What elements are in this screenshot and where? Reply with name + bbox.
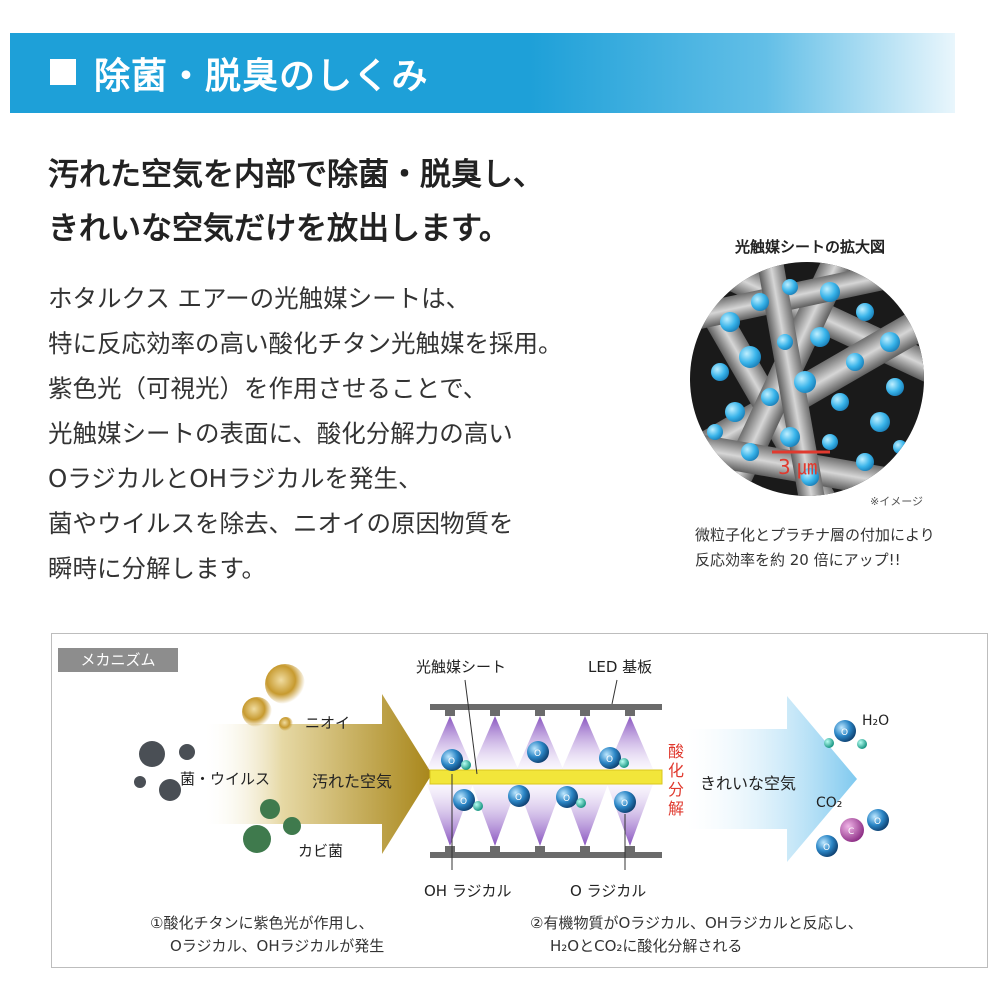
atom-label: O [874, 817, 881, 827]
photocatalyst-sheet-label: 光触媒シート [416, 658, 507, 676]
h2o-label: H₂O [862, 713, 890, 729]
zoom-caption: 微粒子化とプラチナ層の付加により 反応効率を約 20 倍にアップ!! [695, 523, 985, 573]
caption-line: 反応効率を約 20 倍にアップ!! [695, 551, 901, 569]
atom-label: O [515, 793, 522, 803]
body-line: 菌やウイルスを除去、ニオイの原因物質を [48, 509, 514, 538]
scale-label: 3 ㎛ [778, 455, 817, 479]
section-header: 除菌・脱臭のしくみ [10, 33, 955, 113]
step-line: Oラジカル、OHラジカルが発生 [170, 937, 385, 955]
body-line: 瞬時に分解します。 [48, 554, 267, 583]
clean-air-label: きれいな空気 [700, 774, 797, 793]
zoom-title: 光触媒シートの拡大図 [734, 238, 885, 256]
body-line: 特に反応効率の高い酸化チタン光触媒を採用。 [48, 329, 563, 358]
mechanism-tag: メカニズム [58, 648, 178, 672]
oxidation-label: 酸化分解 [668, 742, 685, 818]
odor-label: ニオイ [305, 714, 351, 732]
o-radical-label: O ラジカル [570, 882, 647, 900]
lead-line: きれいな空気だけを放出します。 [48, 211, 510, 247]
square-bullet-icon [50, 59, 76, 85]
mechanism-panel [51, 633, 988, 968]
atom-label: O [606, 755, 613, 765]
step-line: H₂OとCO₂に酸化分解される [550, 937, 743, 955]
mechanism-diagram: O O O O O O O O O C O [134, 664, 889, 870]
atom-label: O [460, 797, 467, 807]
step-line: ①酸化チタンに紫色光が作用し、 [150, 914, 374, 932]
atom-label: O [841, 728, 848, 738]
description-paragraph: ホタルクス エアーの光触媒シートは、 特に反応効率の高い酸化チタン光触媒を採用。… [48, 276, 668, 591]
led-board-label: LED 基板 [588, 658, 653, 676]
germs-label: 菌・ウイルス [180, 770, 271, 788]
mold-label: カビ菌 [298, 842, 344, 860]
atom-label: O [448, 757, 455, 767]
lead-line: 汚れた空気を内部で除菌・脱臭し、 [48, 157, 544, 193]
atom-label: O [534, 749, 541, 759]
oh-radical-label: OH ラジカル [424, 882, 512, 900]
atom-label: C [848, 827, 854, 837]
dirty-air-label: 汚れた空気 [312, 772, 393, 791]
atom-label: O [621, 799, 628, 809]
photocatalyst-zoom-image: 3 ㎛ [690, 262, 924, 496]
co2-label: CO₂ [816, 795, 843, 811]
body-line: ホタルクス エアーの光触媒シートは、 [48, 284, 471, 313]
caption-line: 微粒子化とプラチナ層の付加により [695, 526, 935, 544]
step-line: ②有機物質がOラジカル、OHラジカルと反応し、 [530, 914, 863, 932]
section-title: 除菌・脱臭のしくみ [94, 56, 429, 97]
atom-label: O [823, 843, 830, 853]
atom-label: O [563, 794, 570, 804]
lead-headline: 汚れた空気を内部で除菌・脱臭し、 きれいな空気だけを放出します。 [48, 148, 648, 256]
body-line: 光触媒シートの表面に、酸化分解力の高い [48, 419, 513, 448]
image-note: ※イメージ [870, 495, 923, 508]
step-1-description: ①酸化チタンに紫色光が作用し、 Oラジカル、OHラジカルが発生 [150, 912, 384, 958]
body-line: OラジカルとOHラジカルを発生、 [48, 464, 423, 493]
body-line: 紫色光（可視光）を作用させることで、 [48, 374, 488, 403]
step-2-description: ②有機物質がOラジカル、OHラジカルと反応し、 H₂OとCO₂に酸化分解される [530, 912, 863, 958]
